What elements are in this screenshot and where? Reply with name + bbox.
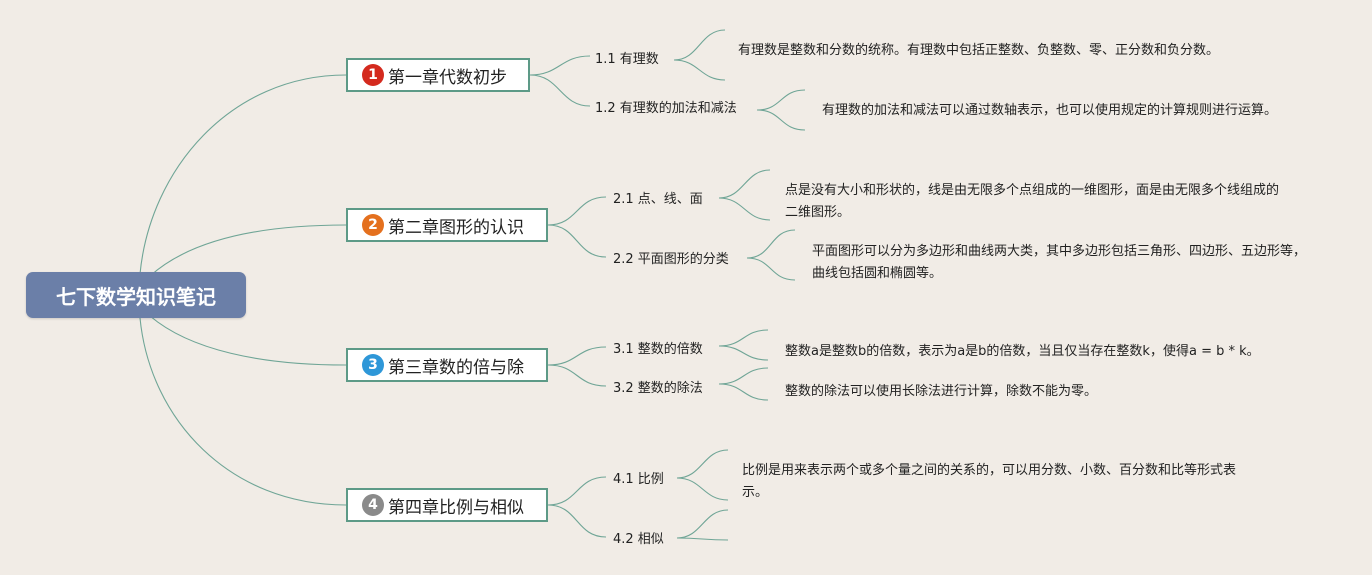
connector-chapter-4-topic-1 [547,476,607,506]
detail-bracket-2-bottom [756,109,806,131]
detail-bracket-3-bottom [718,197,771,221]
connector-root-chapter-1 [139,74,347,275]
root-title: 七下数学知识笔记 [56,284,216,309]
topic-node-1-2[interactable]: 1.2 有理数的加法和减法 [595,101,737,116]
detail-bracket-5-bottom [718,345,769,361]
topic-node-3-2[interactable]: 3.2 整数的除法 [613,381,703,396]
chapter-title: 第三章数的倍与除 [388,357,524,378]
topic-detail-3-2: 整数的除法可以使用长除法进行计算，除数不能为零。 [785,384,1098,399]
chapter-number-badge: 4 [362,494,384,516]
detail-bracket-8-top [676,509,729,539]
topic-detail-1-1: 有理数是整数和分数的统称。有理数中包括正整数、负整数、零、正分数和负分数。 [738,43,1220,58]
topic-node-4-2[interactable]: 4.2 相似 [613,532,664,547]
chapter-title: 第四章比例与相似 [388,497,524,518]
topic-detail-1-2: 有理数的加法和减法可以通过数轴表示，也可以使用规定的计算规则进行运算。 [822,103,1278,118]
connector-chapter-1-topic-2 [529,74,591,107]
topic-detail-4-1: 比例是用来表示两个或多个量之间的关系的，可以用分数、小数、百分数和比等形式表示。 [742,463,1237,500]
root-node[interactable]: 七下数学知识笔记 [26,272,246,318]
chapter-node-3[interactable]: 3 第三章数的倍与除 [346,348,548,382]
chapter-number-badge: 3 [362,354,384,376]
topic-node-4-1[interactable]: 4.1 比例 [613,472,664,487]
chapter-title: 第一章代数初步 [388,67,507,88]
chapter-number-badge: 2 [362,214,384,236]
detail-bracket-8-bottom [676,537,729,541]
detail-bracket-7-bottom [676,477,729,501]
connector-chapter-4-topic-2 [547,504,607,538]
connector-chapter-3-topic-2 [547,364,607,387]
topic-node-1-1[interactable]: 1.1 有理数 [595,52,659,67]
detail-bracket-1-bottom [673,59,726,81]
connector-root-chapter-4 [139,317,347,506]
detail-bracket-7-top [676,449,729,479]
topic-detail-3-1: 整数a是整数b的倍数，表示为a是b的倍数，当且仅当存在整数k，使得a = b *… [785,344,1260,359]
detail-bracket-2-top [756,89,806,111]
chapter-number-badge: 1 [362,64,384,86]
detail-bracket-3-top [718,169,771,199]
chapter-node-2[interactable]: 2 第二章图形的认识 [346,208,548,242]
topic-detail-2-2: 平面图形可以分为多边形和曲线两大类，其中多边形包括三角形、四边形、五边形等，曲线… [812,244,1307,281]
topic-node-3-1[interactable]: 3.1 整数的倍数 [613,342,703,357]
topic-node-2-1[interactable]: 2.1 点、线、面 [613,192,703,207]
detail-bracket-6-bottom [718,383,769,401]
topic-node-2-2[interactable]: 2.2 平面图形的分类 [613,252,729,267]
detail-bracket-1-top [673,29,726,61]
connector-chapter-2-topic-2 [547,224,607,258]
connector-root-chapter-2 [149,224,347,277]
connector-chapter-3-topic-1 [547,346,607,366]
chapter-node-4[interactable]: 4 第四章比例与相似 [346,488,548,522]
chapter-node-1[interactable]: 1 第一章代数初步 [346,58,530,92]
detail-bracket-5-top [718,329,769,347]
connector-chapter-1-topic-1 [529,55,591,76]
topic-detail-2-1: 点是没有大小和形状的，线是由无限多个点组成的一维图形，面是由无限多个线组成的二维… [785,183,1280,220]
detail-bracket-4-top [746,229,796,259]
chapter-title: 第二章图形的认识 [388,217,524,238]
connector-root-chapter-3 [149,315,347,366]
detail-bracket-6-top [718,367,769,385]
detail-bracket-4-bottom [746,257,796,281]
connector-chapter-2-topic-1 [547,196,607,226]
